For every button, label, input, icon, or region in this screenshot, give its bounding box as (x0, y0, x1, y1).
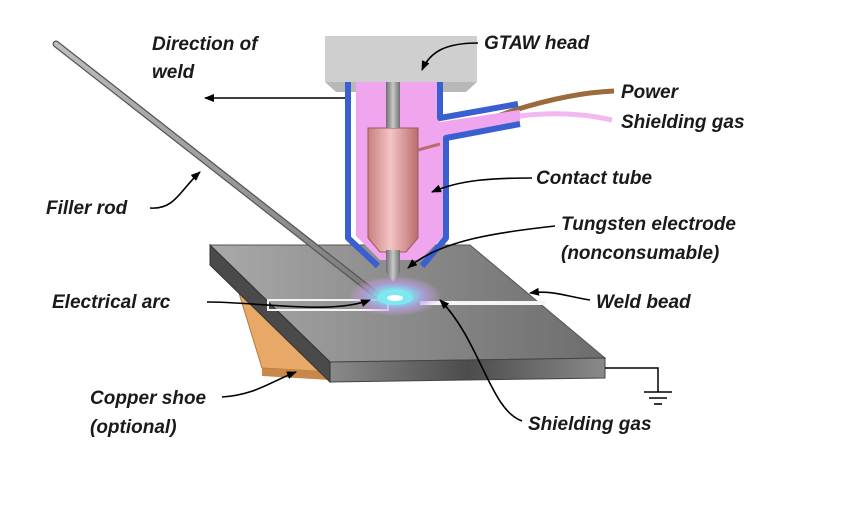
tungsten-electrode (386, 82, 400, 282)
label-direction-of-weld-2: weld (152, 62, 195, 83)
label-gtaw-head: GTAW head (484, 33, 590, 54)
label-power: Power (621, 82, 680, 103)
label-filler-rod: Filler rod (46, 198, 128, 219)
label-shielding-gas-bottom: Shielding gas (528, 414, 652, 435)
label-tungsten-electrode-2: (nonconsumable) (561, 243, 719, 264)
label-shielding-gas-top: Shielding gas (621, 112, 745, 133)
label-weld-bead: Weld bead (596, 292, 691, 313)
power-cable (419, 88, 615, 146)
label-contact-tube: Contact tube (536, 168, 653, 189)
label-direction-of-weld: Direction of (152, 34, 259, 55)
label-tungsten-electrode: Tungsten electrode (561, 214, 736, 235)
label-copper-shoe: Copper shoe (90, 388, 207, 409)
label-electrical-arc: Electrical arc (52, 292, 171, 313)
filler-rod (52, 40, 382, 300)
ground-icon (605, 367, 672, 405)
electrical-arc (349, 276, 441, 316)
shielding-gas-hose (439, 111, 613, 131)
contact-tube (367, 127, 441, 253)
leader-lines (149, 42, 591, 422)
label-copper-shoe-2: (optional) (90, 417, 177, 438)
